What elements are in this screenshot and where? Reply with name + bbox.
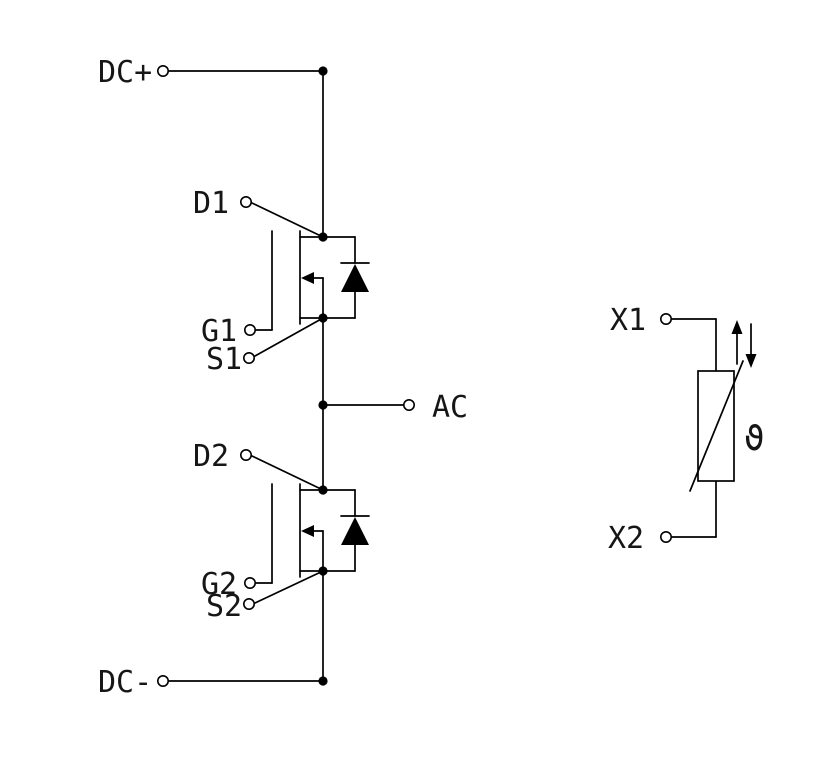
terminal-dc-minus <box>157 674 170 687</box>
theta-label: ϑ <box>744 419 764 459</box>
up-down-arrows-icon <box>731 320 757 368</box>
terminal-g1 <box>244 323 257 336</box>
terminal-g2 <box>244 576 257 589</box>
ac-branch <box>322 317 404 491</box>
terminal-x1 <box>659 312 672 325</box>
s2-label: S2 <box>206 589 242 624</box>
terminal-circles <box>157 65 415 687</box>
body-diode-2-icon <box>340 489 370 572</box>
g2-label: G2 <box>201 567 237 602</box>
half-bridge-labels: DC+ D1 G1 S1 AC D2 G2 S2 DC- <box>98 55 468 700</box>
dc-plus-label: DC+ <box>98 55 152 90</box>
terminal-s1 <box>243 351 256 364</box>
dc-minus-rail <box>168 570 324 682</box>
d1-label: D1 <box>193 186 229 221</box>
terminal-d2 <box>240 448 253 461</box>
terminal-s2 <box>243 597 256 610</box>
dc-minus-label: DC- <box>98 665 152 700</box>
terminal-d1 <box>240 196 253 209</box>
ac-label: AC <box>432 390 468 425</box>
body-diode-1-icon <box>340 236 370 319</box>
mosfet-2-symbol <box>251 455 370 604</box>
junction-dots <box>318 66 328 686</box>
mosfet-1-bulk-arrow-icon <box>301 272 314 284</box>
d2-label: D2 <box>193 439 229 474</box>
thermistor-diagonal <box>689 360 744 492</box>
terminal-ac <box>402 398 415 411</box>
dc-plus-rail <box>168 70 324 238</box>
s2-lead <box>254 570 324 604</box>
d2-lead <box>251 455 324 491</box>
d1-lead <box>251 202 324 238</box>
x2-label: X2 <box>608 521 644 556</box>
terminal-dc-plus <box>157 65 170 78</box>
mosfet-2-bulk-arrow-icon <box>301 525 314 537</box>
g1-label: G1 <box>201 314 237 349</box>
x1-label: X1 <box>610 303 646 338</box>
s1-lead <box>254 317 324 357</box>
s1-label: S1 <box>206 342 242 377</box>
half-bridge-circuit: DC+ D1 G1 S1 AC D2 G2 S2 DC- <box>98 55 468 700</box>
thermistor-circuit: X1 X2 ϑ <box>608 303 764 556</box>
terminal-x2 <box>659 530 672 543</box>
mosfet-1-symbol <box>251 202 370 357</box>
